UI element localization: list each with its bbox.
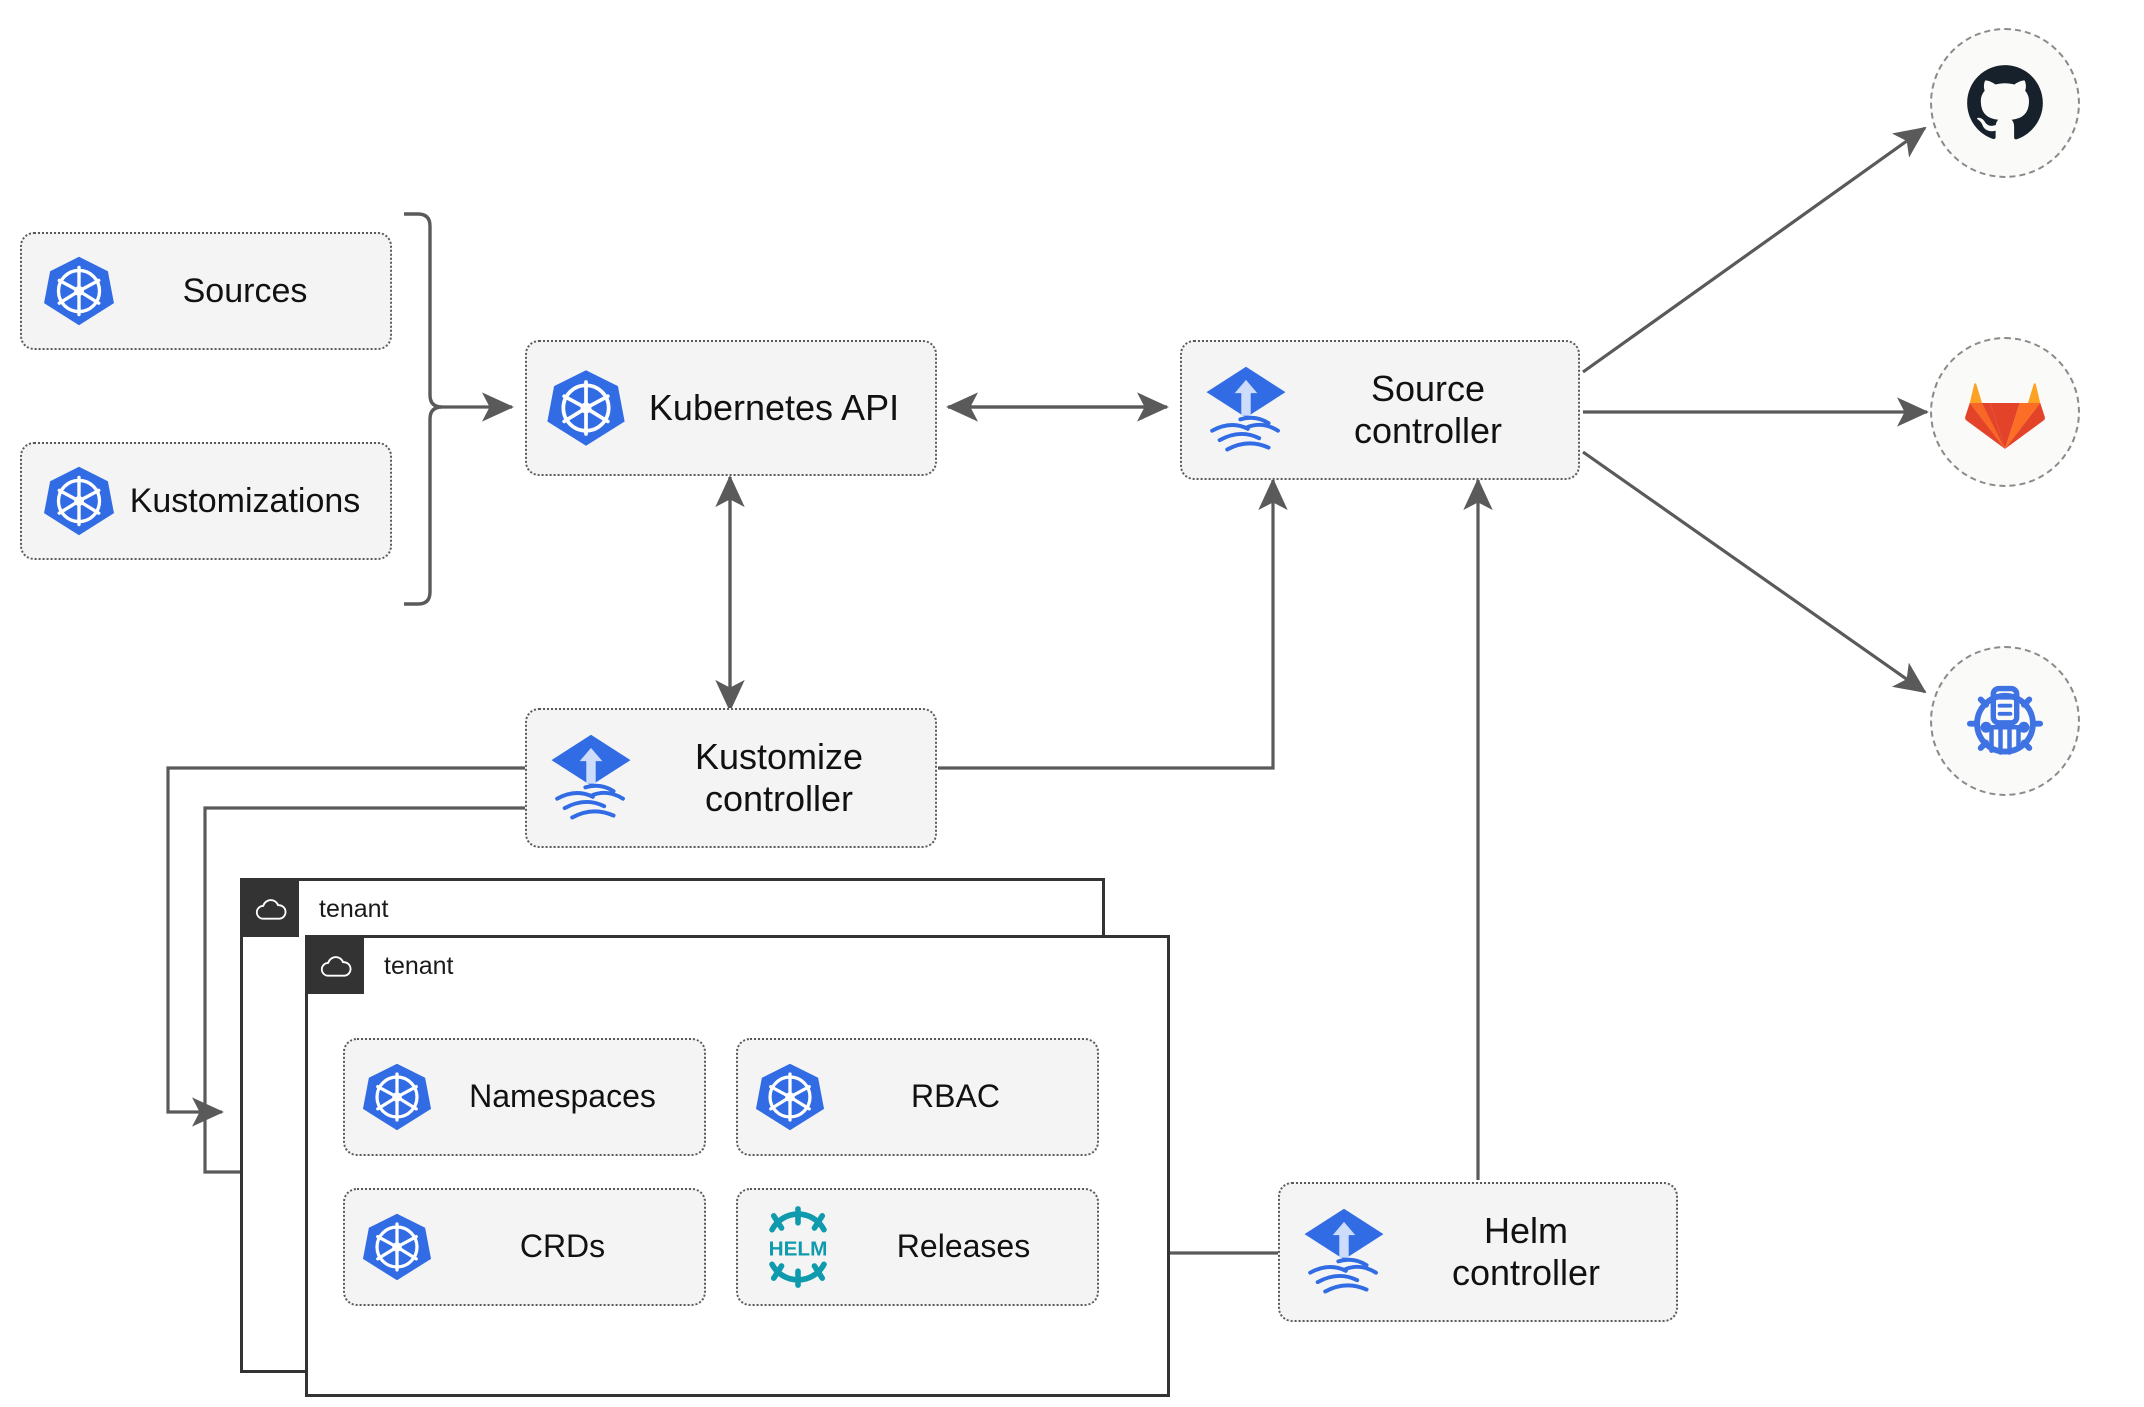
brace-sources [404, 212, 443, 606]
tenant-titlebar: tenant [243, 881, 389, 937]
wire-kustomize-to-source [938, 478, 1288, 770]
tenant-front-label: tenant [384, 951, 454, 980]
gitlab-icon [1965, 383, 2045, 449]
node-kubernetes-api-label: Kubernetes API [648, 386, 900, 428]
node-kustomizations-label: Kustomizations [129, 481, 361, 520]
kubernetes-icon [359, 1209, 435, 1285]
svg-text:HELM: HELM [769, 1238, 828, 1261]
node-namespaces-label: Namespaces [469, 1078, 656, 1115]
node-sources-label: Sources [182, 271, 308, 310]
node-source-controller-label: Source controller [1353, 367, 1503, 451]
node-kubernetes-api[interactable]: Kubernetes API [525, 340, 937, 476]
flux-icon [1198, 360, 1294, 460]
kubernetes-icon [543, 365, 629, 451]
wire-source-to-github [1582, 126, 1927, 374]
node-rbac-label: RBAC [911, 1078, 1000, 1115]
wire-source-to-helmcharts [1582, 450, 1927, 694]
kubernetes-icon [359, 1059, 435, 1135]
node-sources[interactable]: Sources [20, 232, 392, 350]
flux-icon [1296, 1202, 1392, 1302]
source-github[interactable] [1930, 28, 2080, 178]
kubernetes-icon [752, 1059, 828, 1135]
node-crds[interactable]: CRDs [343, 1188, 706, 1306]
node-helm-controller[interactable]: Helm controller [1278, 1182, 1678, 1322]
node-releases[interactable]: HELM Releases [736, 1188, 1099, 1306]
kubernetes-icon [40, 252, 118, 330]
node-namespaces[interactable]: Namespaces [343, 1038, 706, 1156]
tenant-window-front[interactable]: tenant Na [305, 935, 1170, 1397]
cloud-icon [243, 881, 299, 937]
source-gitlab[interactable] [1930, 337, 2080, 487]
node-source-controller[interactable]: Source controller [1180, 340, 1580, 480]
github-icon [1967, 65, 2043, 140]
tenant-back-label: tenant [319, 894, 389, 923]
helm-chart-icon [1966, 685, 2044, 755]
helm-icon: HELM [752, 1204, 844, 1290]
node-crds-label: CRDs [519, 1228, 606, 1265]
node-helm-controller-label: Helm controller [1451, 1209, 1601, 1293]
kubernetes-icon [40, 462, 118, 540]
node-rbac[interactable]: RBAC [736, 1038, 1099, 1156]
node-kustomizations[interactable]: Kustomizations [20, 442, 392, 560]
node-kustomize-controller[interactable]: Kustomize controller [525, 708, 937, 848]
node-releases-label: Releases [896, 1228, 1031, 1265]
cloud-icon [308, 938, 364, 994]
tenant-titlebar: tenant [308, 938, 454, 994]
flux-icon [543, 728, 639, 828]
node-kustomize-controller-label: Kustomize controller [694, 735, 864, 819]
source-helm-charts[interactable] [1930, 646, 2080, 796]
